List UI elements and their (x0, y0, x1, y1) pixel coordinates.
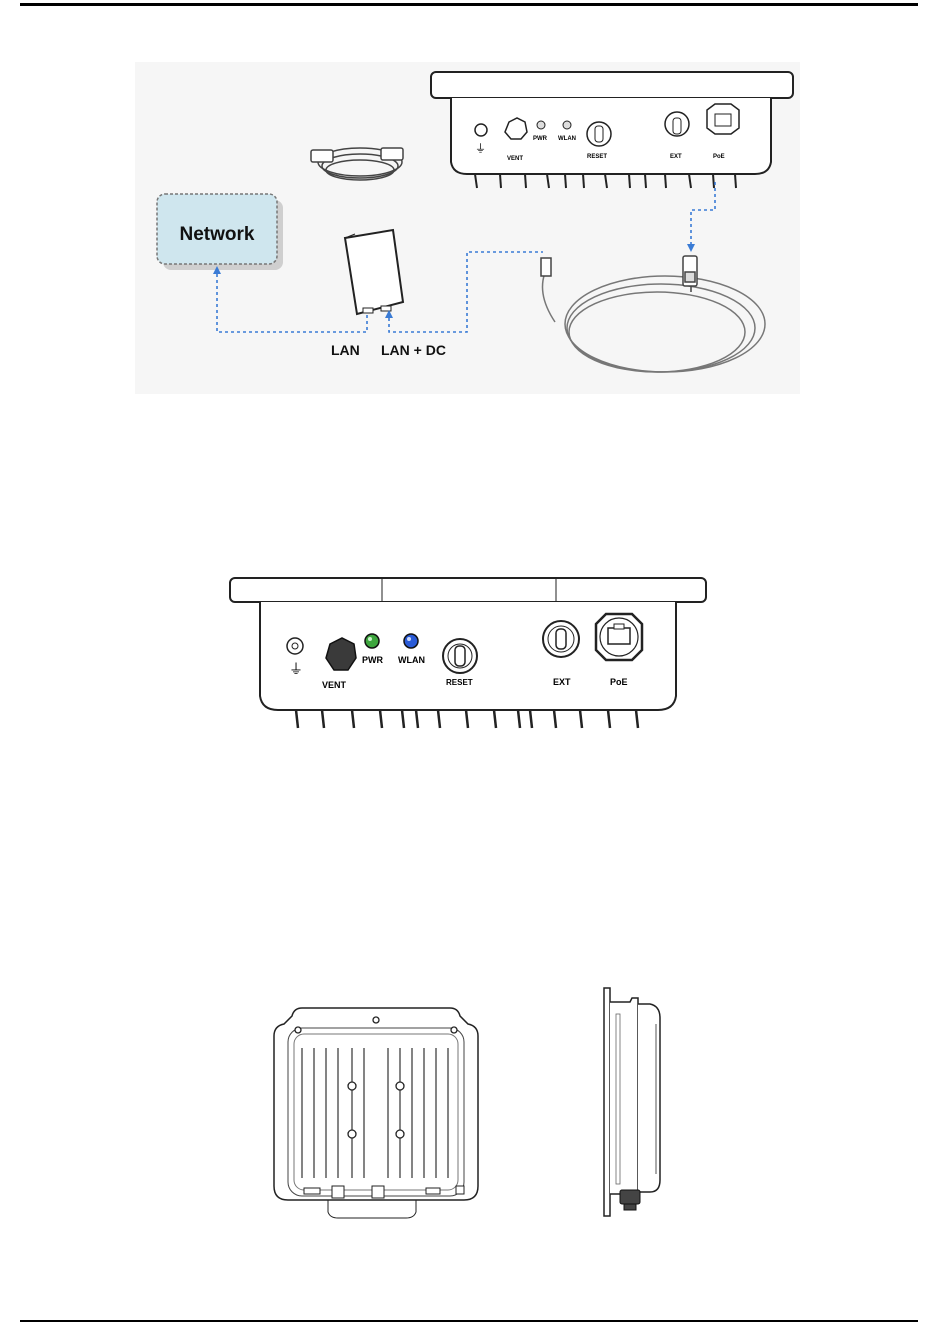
vent-label: VENT (322, 680, 347, 690)
access-point-front-small: ⏚ VENT PWR WLAN RESET EXT PoE (431, 72, 793, 188)
pwr-led-icon (365, 634, 379, 648)
front-panel-diagram: ⏚ VENT PWR WLAN RESET EXT PoE (226, 574, 710, 730)
reset-button-icon (443, 639, 477, 673)
ext-connector-icon (543, 621, 579, 657)
reset-label: RESET (446, 678, 473, 687)
poe-label: PoE (713, 154, 725, 160)
ext-label: EXT (553, 677, 571, 687)
poe-port-icon (596, 614, 642, 660)
network-label: Network (180, 224, 255, 245)
poe-label: PoE (610, 677, 628, 687)
wlan-label: WLAN (398, 655, 425, 665)
vent-label: VENT (507, 156, 523, 162)
rear-view-diagram (268, 1000, 484, 1222)
side-view-diagram (590, 984, 674, 1220)
lan-dc-label: LAN + DC (381, 342, 446, 358)
connection-diagram: ⏚ VENT PWR WLAN RESET EXT PoE Network (135, 62, 800, 394)
pwr-label: PWR (362, 655, 383, 665)
network-node: Network (157, 194, 283, 270)
lan-label: LAN (331, 342, 360, 358)
ext-label: EXT (670, 154, 682, 160)
reset-label: RESET (587, 154, 607, 160)
wlan-label: WLAN (558, 136, 576, 142)
pwr-label: PWR (533, 136, 548, 142)
ground-icon: ⏚ (475, 142, 486, 155)
footer-rule (20, 1320, 918, 1322)
wlan-led-icon (404, 634, 418, 648)
ground-icon: ⏚ (289, 661, 303, 677)
header-rule (20, 3, 918, 6)
